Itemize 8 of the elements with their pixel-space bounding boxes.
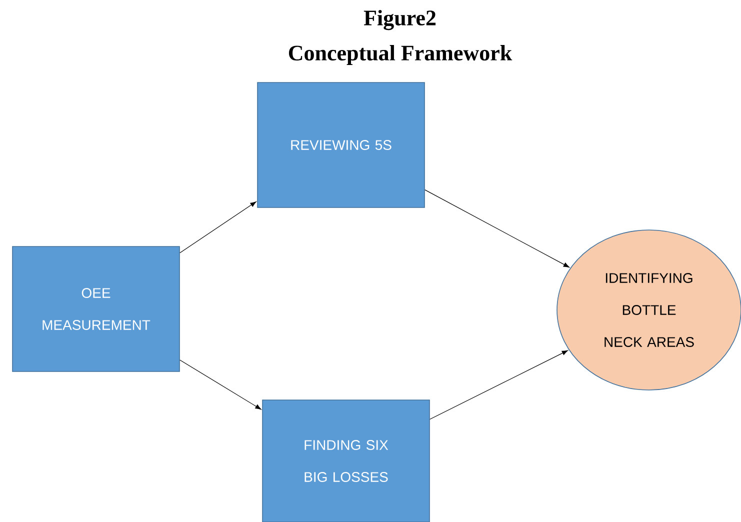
title: Figure2 <box>364 10 436 30</box>
process-box: FINDING SIX BIG LOSSES <box>262 400 430 522</box>
arrow <box>180 201 256 254</box>
process-box: OEE MEASUREMENT <box>12 246 180 372</box>
arrow <box>180 360 262 410</box>
process-box: REVIEWING 5S <box>257 82 425 208</box>
arrow <box>430 350 568 420</box>
arrow <box>424 190 570 268</box>
